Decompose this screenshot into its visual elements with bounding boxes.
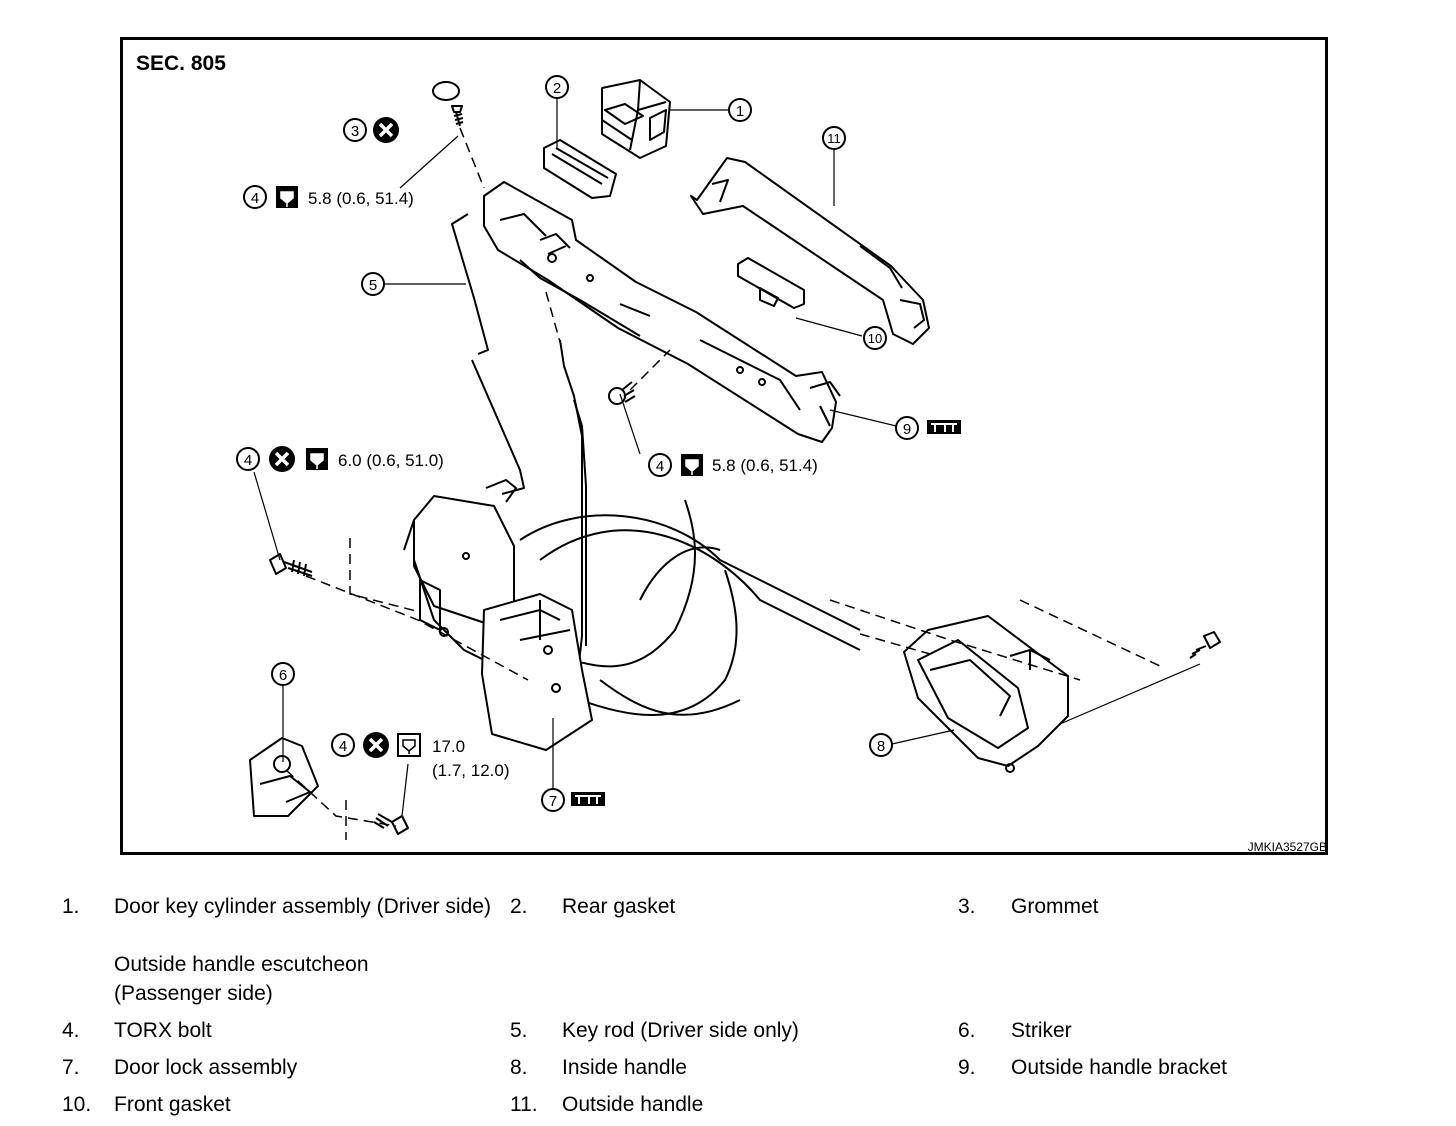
legend-number: 10.	[62, 1093, 92, 1116]
legend-text: Striker	[1011, 1019, 1072, 1042]
torque-icon	[276, 186, 298, 208]
legend-text-secondary: Outside handle escutcheon (Passenger sid…	[114, 953, 369, 1005]
svg-text:10: 10	[868, 331, 882, 346]
torque-icon	[681, 454, 703, 476]
callout-7: 7	[541, 788, 565, 812]
svg-text:11: 11	[827, 131, 841, 146]
torque-value-left: 6.0 (0.6, 51.0)	[338, 451, 444, 470]
non-reusable-icon	[373, 117, 399, 143]
legend-number: 8.	[510, 1056, 528, 1079]
torque-value-striker-line1: 17.0	[432, 737, 465, 756]
callout-1: 1	[728, 98, 752, 122]
grease-icon	[927, 420, 961, 434]
middle-clip-part	[608, 381, 636, 405]
torque-value-striker-line2: (1.7, 12.0)	[432, 761, 510, 780]
callout-4-top: 4	[243, 185, 267, 209]
assembly-guides	[285, 127, 1161, 840]
svg-text:6: 6	[279, 667, 287, 684]
legend-number: 7.	[62, 1056, 80, 1079]
callout-4-left: 4	[236, 447, 260, 471]
legend-text: Rear gasket	[562, 895, 676, 918]
legend-text: Key rod (Driver side only)	[562, 1019, 799, 1042]
svg-text:1: 1	[736, 103, 744, 120]
callout-9: 9	[895, 416, 919, 440]
callout-10: 10	[863, 326, 887, 350]
legend-text: Grommet	[1011, 895, 1099, 918]
key-cylinder-part	[601, 79, 671, 159]
striker-part	[249, 737, 319, 817]
torque-value-top: 5.8 (0.6, 51.4)	[308, 189, 414, 208]
inside-handle-part	[903, 615, 1069, 773]
legend-number: 1.	[62, 895, 80, 918]
svg-text:4: 4	[251, 190, 259, 207]
front-gasket-part	[737, 257, 805, 309]
legend-text: Front gasket	[114, 1093, 231, 1116]
left-bolt-part	[269, 553, 313, 577]
key-rod-part	[451, 213, 489, 355]
svg-text:4: 4	[244, 452, 252, 469]
callout-3: 3	[343, 118, 367, 142]
svg-text:5: 5	[369, 277, 377, 294]
legend-text: Outside handle bracket	[1011, 1056, 1227, 1079]
right-screw-part	[1189, 631, 1221, 659]
grommet-part	[432, 81, 460, 101]
callout-4-middle: 4	[648, 453, 672, 477]
figure-id: JMKIA3527GB	[1248, 840, 1327, 854]
legend-text: Inside handle	[562, 1056, 687, 1079]
callout-11: 11	[822, 126, 846, 150]
torque-value-middle: 5.8 (0.6, 51.4)	[712, 456, 818, 475]
legend-text: Door lock assembly	[114, 1056, 298, 1079]
exploded-diagram: SEC. 805 JMKIA3527GB	[136, 52, 1327, 854]
rear-gasket-part	[543, 139, 617, 199]
striker-screw-part	[373, 813, 409, 835]
non-reusable-icon	[269, 446, 295, 472]
part-drawings	[249, 79, 1221, 835]
leader-lines	[253, 98, 1201, 817]
legend-text: Door key cylinder assembly (Driver side)	[114, 895, 491, 918]
diagram-frame	[120, 37, 1328, 855]
svg-text:4: 4	[656, 458, 664, 475]
svg-text:4: 4	[339, 738, 347, 755]
outside-handle-bracket-part	[483, 181, 841, 443]
torque-icon	[397, 733, 421, 757]
svg-text:3: 3	[351, 123, 359, 140]
grease-icon	[571, 792, 605, 806]
callout-6: 6	[271, 662, 295, 686]
legend-number: 11.	[510, 1093, 538, 1116]
legend-number: 5.	[510, 1019, 528, 1042]
non-reusable-icon	[363, 732, 389, 758]
legend-number: 3.	[958, 895, 976, 918]
legend-text: Outside handle	[562, 1093, 704, 1116]
legend-number: 2.	[510, 895, 528, 918]
legend-number: 4.	[62, 1019, 80, 1042]
callout-4-striker: 4	[331, 733, 355, 757]
legend-number: 6.	[958, 1019, 976, 1042]
legend-text: TORX bolt	[114, 1019, 212, 1042]
svg-text:8: 8	[877, 738, 885, 755]
callout-8: 8	[869, 733, 893, 757]
callout-5: 5	[361, 272, 385, 296]
legend-number: 9.	[958, 1056, 976, 1079]
door-lock-assembly-part	[403, 479, 593, 751]
top-screw-part	[451, 105, 464, 127]
torque-icon	[306, 448, 328, 470]
svg-text:7: 7	[549, 793, 557, 810]
section-label: SEC. 805	[136, 52, 226, 75]
outside-handle-part	[690, 157, 930, 345]
svg-text:9: 9	[903, 421, 911, 438]
callout-2: 2	[545, 75, 569, 99]
svg-text:2: 2	[553, 80, 561, 97]
